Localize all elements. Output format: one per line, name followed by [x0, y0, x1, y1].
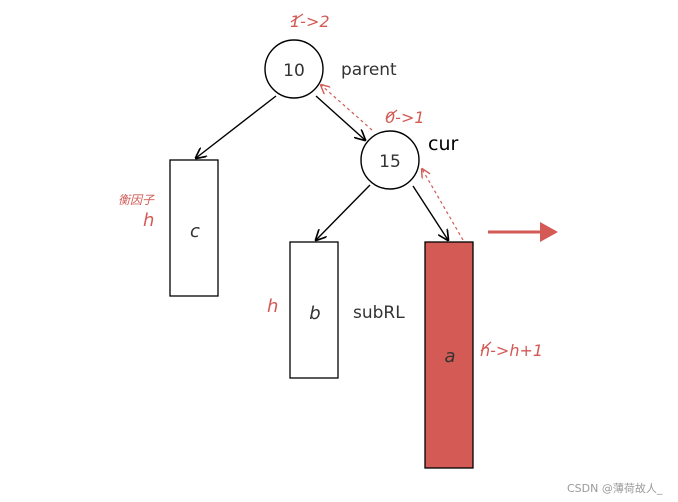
cur-node-value: 15	[379, 152, 401, 172]
cur-node-circle	[360, 130, 420, 190]
dashed-arrow-a-to-cur	[422, 169, 464, 241]
subtree-b-label: b	[309, 303, 320, 324]
subtree-c	[169, 159, 219, 297]
right-arrow-icon	[488, 222, 558, 242]
edge-parent-to-cur	[315, 95, 365, 140]
cur-balance-factor: 0->1	[385, 108, 425, 127]
watermark: CSDN @薄荷故人_	[567, 481, 663, 495]
parent-node-value: 10	[283, 61, 305, 81]
subtree-a-label: a	[444, 346, 455, 367]
parent-node-circle	[264, 39, 324, 99]
subtree-a	[424, 241, 474, 469]
subtree-b	[289, 241, 339, 379]
cur-label: cur	[428, 133, 458, 155]
cur-node: 15	[360, 130, 420, 190]
dashed-arrow-cur-to-parent	[321, 85, 373, 131]
subtree-a-height-strike	[480, 341, 492, 352]
edge-cur-to-a	[412, 185, 448, 240]
subtree-b-name: subRL	[353, 303, 405, 323]
edge-cur-to-b	[316, 184, 371, 240]
subtree-c-label: c	[190, 221, 200, 242]
subtree-a-height: h->h+1	[480, 341, 543, 360]
edge-parent-to-c	[196, 95, 277, 158]
parent-bf-strike	[290, 13, 304, 23]
parent-balance-factor: 1->2	[290, 12, 330, 31]
parent-node: 10	[264, 39, 324, 99]
subtree-b-height: h	[267, 296, 278, 317]
subtree-c-height: h	[143, 210, 154, 231]
balance-factor-note: 衡因子	[118, 193, 155, 207]
parent-label: parent	[341, 60, 397, 80]
cur-bf-strike	[385, 109, 398, 120]
